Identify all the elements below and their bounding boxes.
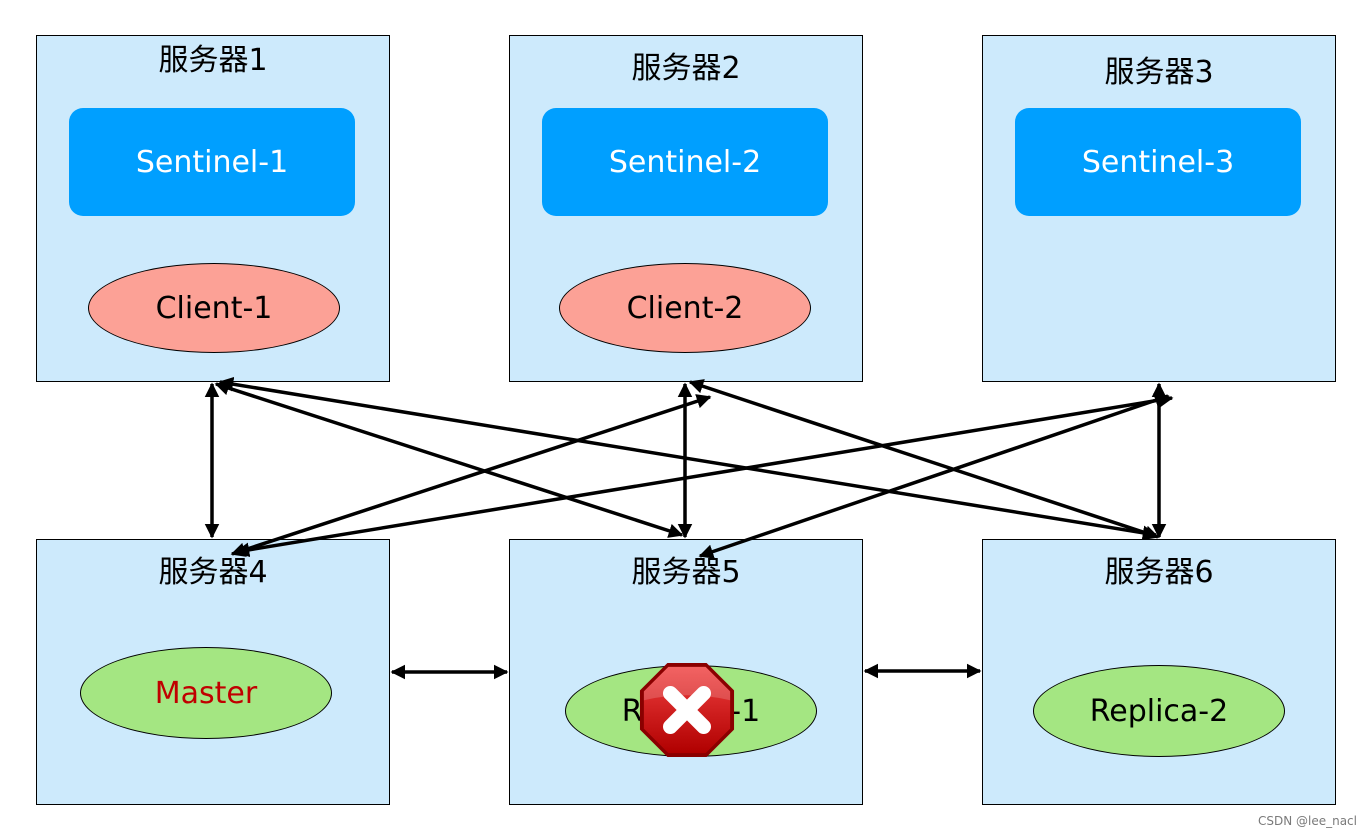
replica-2-ellipse: Replica-2 bbox=[1033, 665, 1285, 757]
server-2-title: 服务器2 bbox=[631, 51, 741, 86]
server-1-box: 服务器1 Sentinel-1 Client-1 bbox=[36, 35, 390, 382]
master-label: Master bbox=[154, 675, 258, 711]
server-6-box: 服务器6 Replica-2 bbox=[982, 539, 1336, 805]
link-s1-s6 bbox=[218, 376, 1158, 541]
server-1-title: 服务器1 bbox=[158, 43, 268, 78]
client-1-ellipse: Client-1 bbox=[88, 263, 340, 353]
link-s2-s6 bbox=[688, 379, 1160, 540]
link-s3-s4 bbox=[234, 392, 1174, 558]
link-s3-s5 bbox=[698, 393, 1170, 559]
master-ellipse: Master bbox=[80, 647, 332, 739]
error-x-octagon-icon bbox=[639, 662, 735, 758]
server-5-title: 服务器5 bbox=[631, 555, 741, 590]
link-s2-s4 bbox=[230, 394, 712, 557]
link-s1-s5 bbox=[214, 381, 684, 538]
sentinel-1-box: Sentinel-1 bbox=[69, 108, 355, 216]
watermark: CSDN @lee_nacl bbox=[1257, 814, 1357, 828]
sentinel-2-box: Sentinel-2 bbox=[542, 108, 828, 216]
server-4-box: 服务器4 Master bbox=[36, 539, 390, 805]
server-3-title: 服务器3 bbox=[1104, 55, 1214, 90]
sentinel-3-box: Sentinel-3 bbox=[1015, 108, 1301, 216]
server-3-box: 服务器3 Sentinel-3 bbox=[982, 35, 1336, 382]
client-2-ellipse: Client-2 bbox=[559, 263, 811, 353]
server-4-title: 服务器4 bbox=[158, 555, 268, 590]
server-6-title: 服务器6 bbox=[1104, 555, 1214, 590]
server-2-box: 服务器2 Sentinel-2 Client-2 bbox=[509, 35, 863, 382]
